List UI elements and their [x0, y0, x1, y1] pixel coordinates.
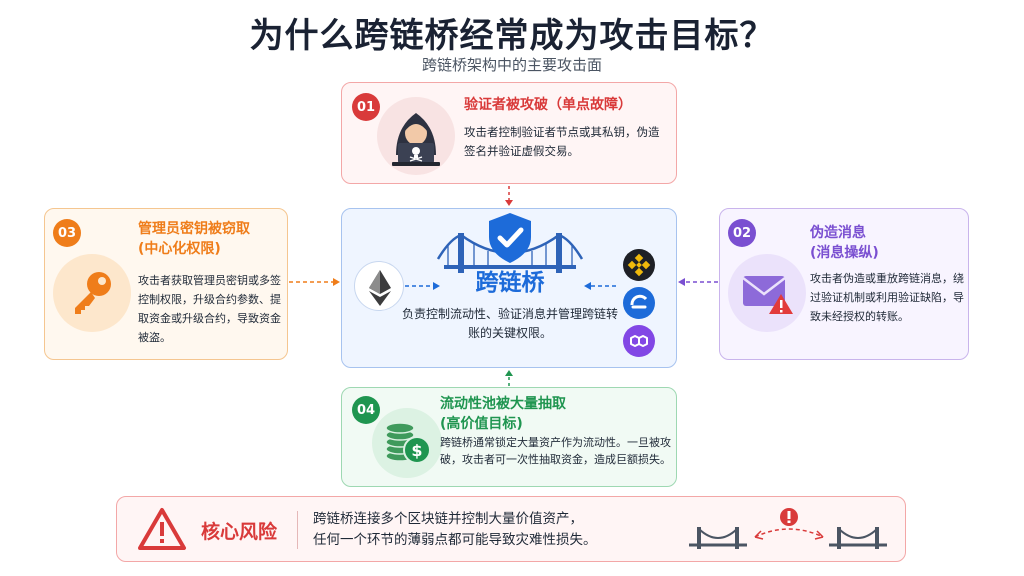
center-title: 跨链桥: [475, 270, 545, 296]
card-title-01: 验证者被攻破（单点故障）: [464, 97, 632, 113]
card-title-02-line1: 伪造消息: [810, 225, 866, 241]
card-body-03: 攻击者获取管理员密钥或多签控制权限，升级合约参数、提取资金或升级合约，导致资金被…: [138, 274, 281, 344]
card-body-02: 攻击者伪造或重放跨链消息，绕过验证机制或利用验证缺陷，导致未经授权的转账。: [810, 272, 964, 323]
card-title-03: 管理员密钥被窃取 (中心化权限): [138, 219, 283, 259]
arrow-02-to-center: [678, 278, 718, 286]
card-title-04-line2: (高价值目标): [440, 416, 523, 432]
page-subtitle: 跨链桥架构中的主要攻击面: [421, 56, 602, 74]
card-number-02: 02: [728, 219, 756, 247]
card-title-02: 伪造消息 (消息操纵): [810, 223, 960, 263]
card-title-03-line1: 管理员密钥被窃取: [138, 221, 250, 237]
risk-divider: [297, 511, 298, 549]
card-number-01: 01: [352, 93, 380, 121]
key-icon: [53, 254, 131, 332]
hacker-laptop-icon: [377, 97, 455, 175]
core-risk-label: 核心风险: [201, 521, 278, 543]
center-description: 负责控制流动性、验证消息并管理跨链转账的关键权限。: [402, 307, 619, 340]
core-risk-panel: 核心风险 跨链桥连接多个区块链并控制大量价值资产， 任何一个环节的薄弱点都可能导…: [116, 496, 906, 562]
card-title-03-line2: (中心化权限): [138, 241, 221, 257]
swap-token-icon: [623, 287, 655, 319]
arrow-chains-to-bridge: [584, 282, 616, 290]
card-title-04-line1: 流动性池被大量抽取: [440, 396, 566, 412]
bnb-icon: [623, 249, 655, 281]
card-admin-key-theft: 03 管理员密钥被窃取 (中心化权限) 攻击者获取管理员密钥或多签控制权限，升级…: [44, 208, 288, 360]
broken-bridge-illustration: [689, 505, 889, 555]
arrow-04-to-center: [505, 370, 513, 386]
card-number-03: 03: [53, 219, 81, 247]
arrow-eth-to-bridge: [405, 282, 440, 290]
bridge-left-icon: [689, 527, 747, 549]
card-title-02-line2: (消息操纵): [810, 245, 879, 261]
card-liquidity-drain: 04 流动性池被大量抽取 (高价值目标) $ 跨链桥通常锁定大量资产作为流动性。…: [341, 387, 677, 487]
card-title-04: 流动性池被大量抽取 (高价值目标): [440, 394, 670, 434]
polygon-icon: [623, 325, 655, 357]
card-body-01: 攻击者控制验证者节点或其私钥，伪造签名并验证虚假交易。: [464, 125, 660, 158]
warning-triangle-icon: [137, 507, 187, 551]
envelope-warning-icon: [728, 254, 806, 332]
card-number-04: 04: [352, 396, 380, 424]
ethereum-icon: [354, 261, 404, 311]
bridge-right-icon: [829, 527, 887, 549]
core-risk-line2: 任何一个环节的薄弱点都可能导致灾难性损失。: [313, 532, 597, 548]
card-body-04: 跨链桥通常锁定大量资产作为流动性。一旦被攻破，攻击者可一次性抽取资金，造成巨额损…: [440, 436, 671, 466]
shield-check-icon: [486, 211, 534, 265]
coin-stack-icon: $: [372, 408, 442, 478]
alert-icon: [780, 508, 798, 526]
arrow-03-to-center: [289, 278, 340, 286]
core-risk-text: 跨链桥连接多个区块链并控制大量价值资产， 任何一个环节的薄弱点都可能导致灾难性损…: [313, 509, 597, 551]
page-title: 为什么跨链桥经常成为攻击目标？: [249, 16, 775, 56]
card-cross-chain-bridge: 跨链桥 负责控制流动性、验证消息并管理跨链转账的关键权限。: [341, 208, 677, 368]
card-message-forgery: 02 伪造消息 (消息操纵) 攻击者伪造或重放跨链消息，绕过验证机制或利用验证缺…: [719, 208, 969, 360]
core-risk-line1: 跨链桥连接多个区块链并控制大量价值资产，: [313, 511, 583, 527]
svg-text:$: $: [411, 441, 422, 460]
card-validator-compromise: 01 验证者被攻破（单点故障） 攻击者控制验证者节点或其私钥，伪造签名并验证虚假…: [341, 82, 677, 184]
bridge-icon: [436, 215, 584, 277]
arrow-01-to-center: [505, 186, 513, 206]
